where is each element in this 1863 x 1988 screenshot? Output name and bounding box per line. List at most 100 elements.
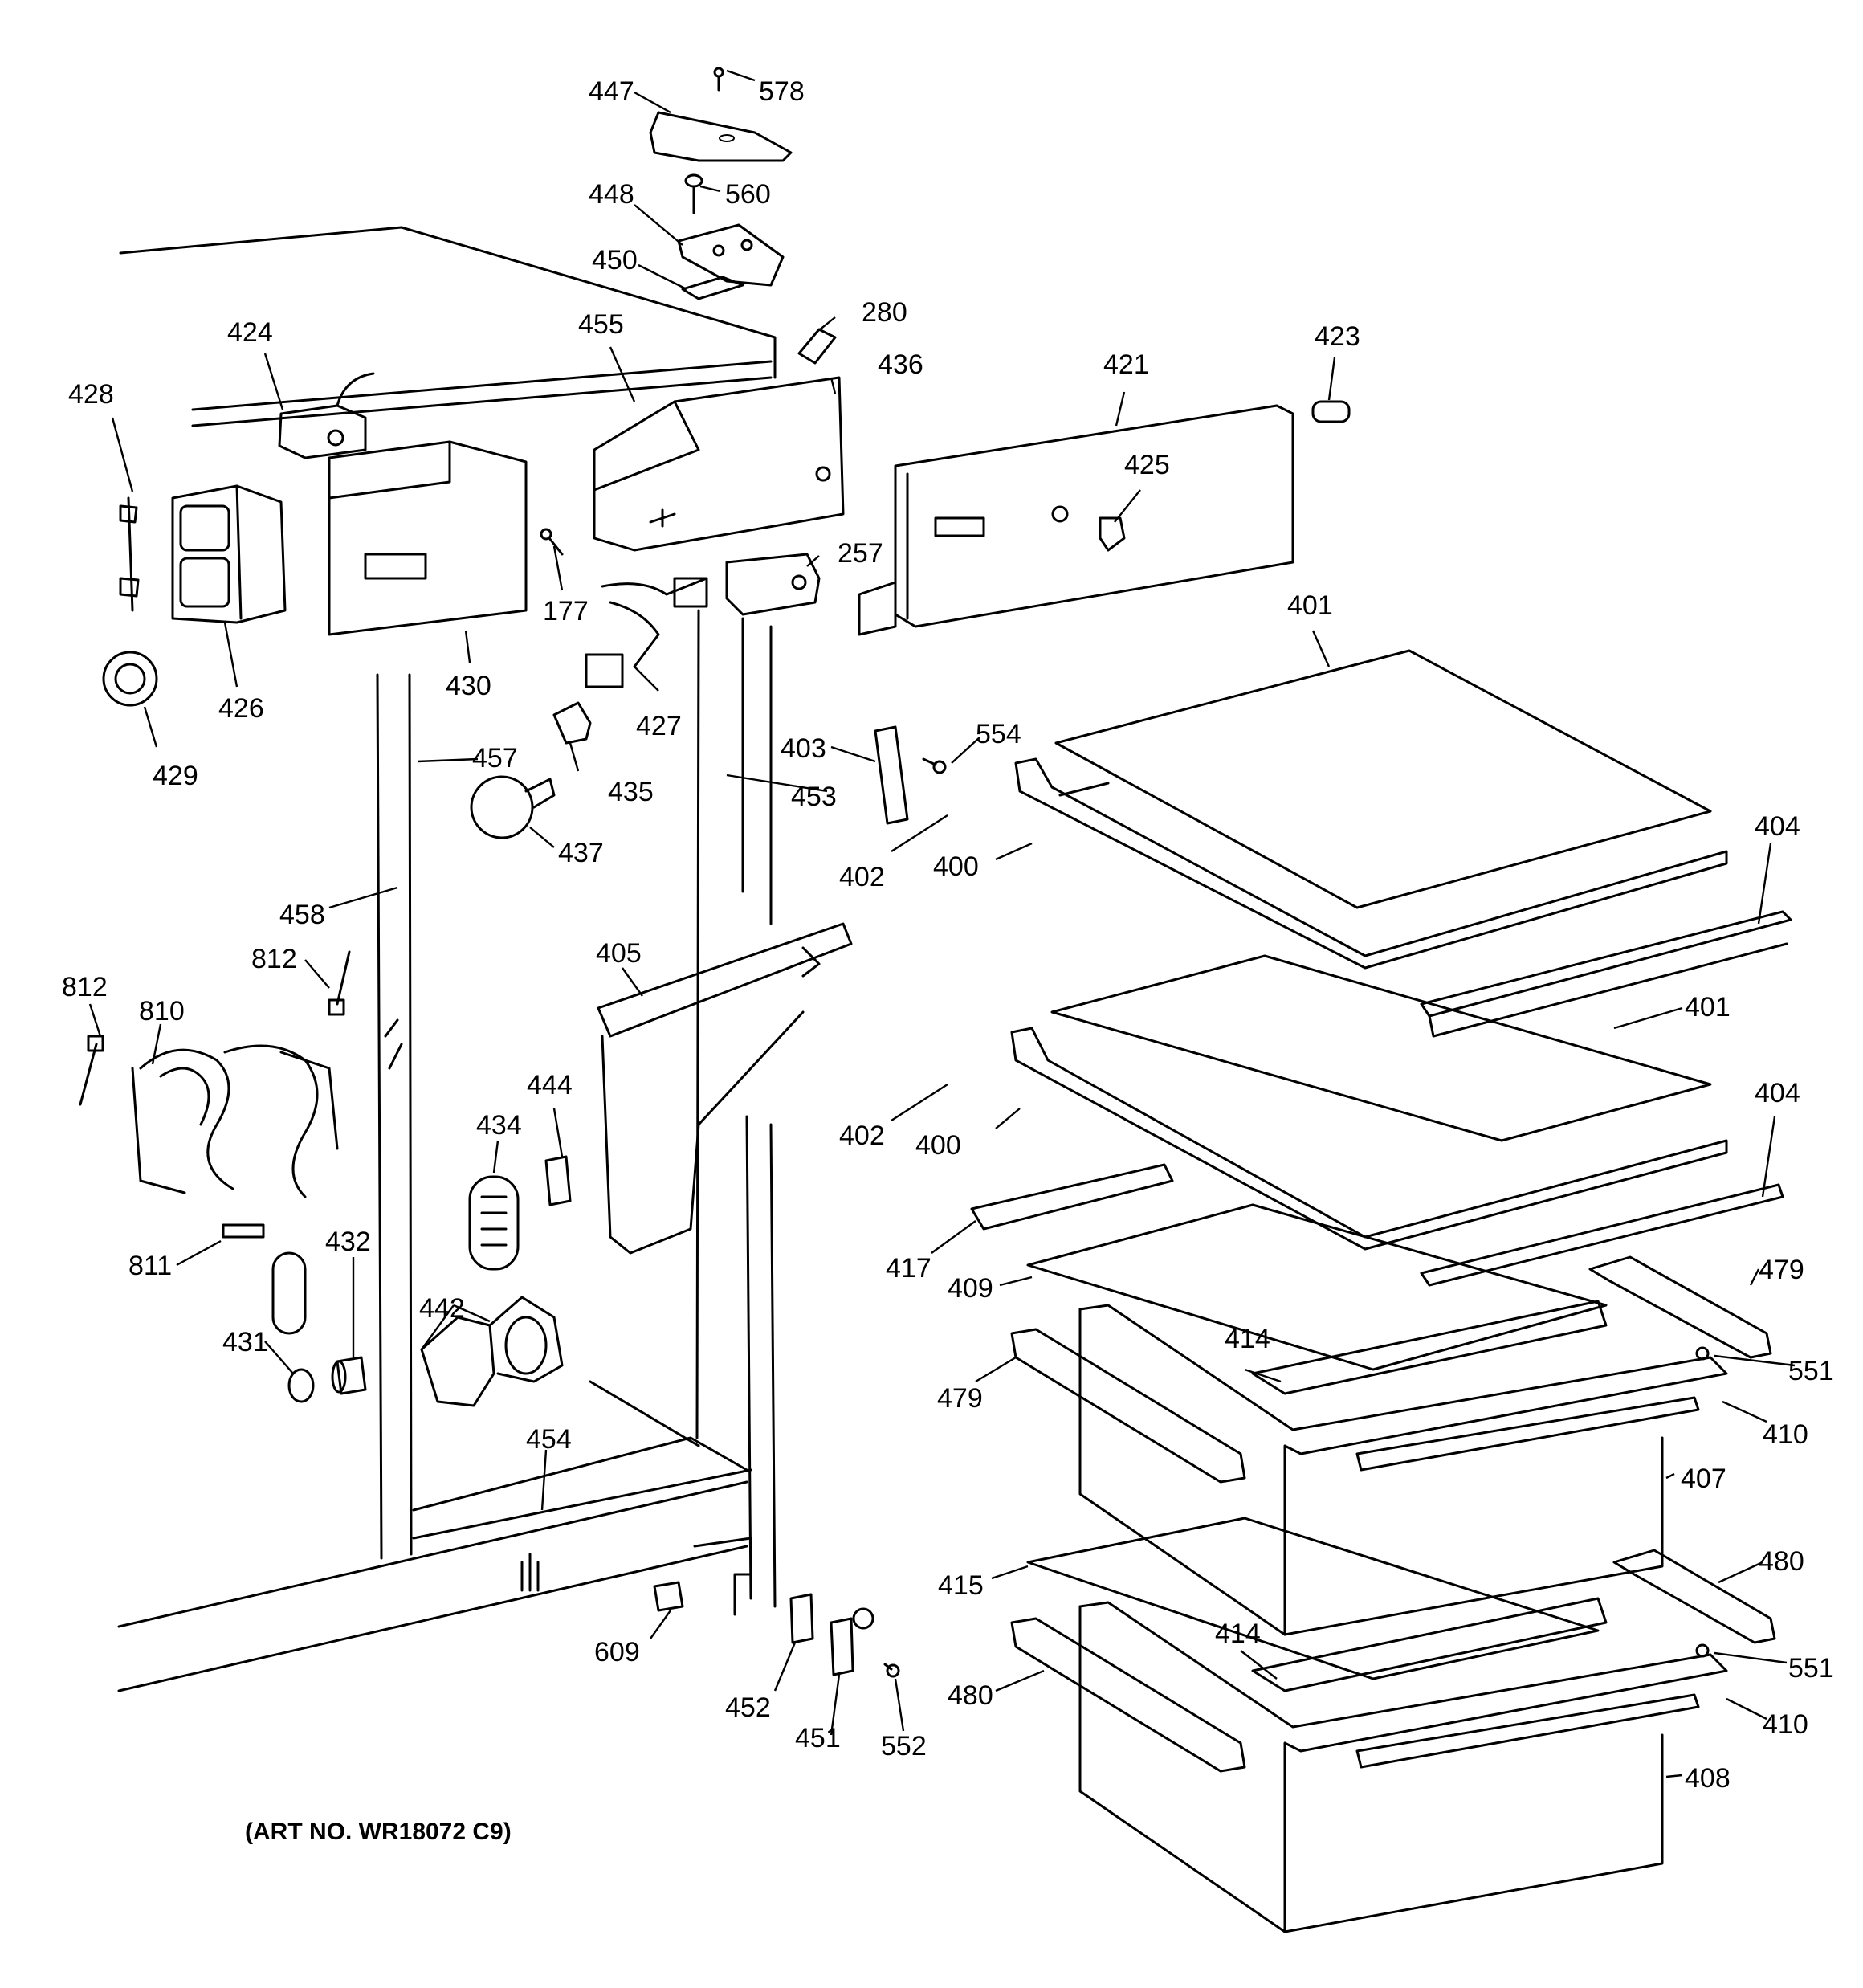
callout-554: 554 (976, 719, 1021, 749)
callout-400-lower: 400 (915, 1130, 961, 1161)
gasket-431-oval (271, 1251, 307, 1335)
cap-432 (331, 1356, 367, 1395)
callout-812-left: 812 (62, 972, 108, 1002)
fan-motor-442 (420, 1296, 564, 1407)
thermostat-clip-428 (119, 496, 140, 612)
art-number-note: (ART NO. WR18072 C9) (245, 1819, 512, 1845)
drawer-rail-479-right (1588, 1255, 1772, 1359)
air-duct-426 (171, 484, 287, 624)
callout-424: 424 (227, 317, 273, 348)
shelf-frame-400-lower (1010, 1027, 1728, 1251)
callout-435: 435 (608, 777, 654, 807)
callout-409: 409 (948, 1273, 993, 1304)
connector-609 (653, 1581, 684, 1612)
callout-407: 407 (1681, 1463, 1726, 1494)
callout-410: 410 (1763, 1419, 1808, 1450)
air-duct-405 (597, 922, 853, 1255)
callout-421: 421 (1103, 349, 1149, 380)
callout-404-lower: 404 (1755, 1078, 1800, 1108)
callout-453: 453 (791, 782, 837, 812)
callout-426: 426 (218, 693, 264, 724)
heater-clip-811 (222, 1223, 265, 1239)
plug-812-left (79, 1035, 104, 1106)
screw-552 (883, 1663, 900, 1678)
shelf-rail-404-upper (1420, 910, 1792, 1038)
glass-shelf-401-lower (1050, 954, 1712, 1142)
drawer-rail-480-left (1010, 1617, 1246, 1773)
cover-glass-409 (1026, 1203, 1608, 1371)
callout-480-left: 480 (948, 1680, 993, 1711)
callout-400: 400 (933, 851, 979, 882)
hinge-cover-447 (649, 111, 793, 162)
socket-435 (552, 701, 592, 745)
callout-810: 810 (139, 996, 185, 1027)
callout-552: 552 (881, 1731, 927, 1761)
callout-280: 280 (862, 297, 907, 328)
cabinet-liner (117, 226, 777, 1692)
shelf-bracket-403 (874, 725, 909, 825)
callout-431: 431 (222, 1327, 268, 1357)
grommet-444 (544, 1155, 572, 1206)
shim-450 (681, 276, 744, 300)
callout-454: 454 (526, 1424, 572, 1455)
callout-429: 429 (153, 761, 198, 791)
callout-404: 404 (1755, 811, 1800, 842)
callout-812-right: 812 (251, 944, 297, 974)
light-switch-423 (1311, 400, 1351, 423)
glass-shelf-401-upper (1054, 649, 1712, 909)
leader-lines (88, 69, 1796, 1778)
callout-425: 425 (1124, 450, 1170, 480)
callout-479-right: 479 (1759, 1255, 1804, 1285)
drawer-glass-414-lower (1251, 1597, 1608, 1692)
callout-415: 415 (938, 1570, 984, 1601)
callout-177: 177 (543, 596, 589, 627)
roller-280 (797, 328, 837, 365)
control-assembly-424 (278, 372, 375, 459)
callout-457: 457 (472, 743, 518, 774)
heater-810 (131, 1044, 339, 1198)
callout-434: 434 (476, 1110, 522, 1141)
callout-402: 402 (839, 862, 885, 892)
callout-578: 578 (759, 76, 805, 107)
callout-448: 448 (589, 179, 634, 210)
wiring-harness-427 (585, 577, 708, 688)
hinge-451 (830, 1607, 874, 1676)
plate-452 (789, 1593, 814, 1644)
bushing-431 (287, 1368, 315, 1403)
callout-401: 401 (1287, 590, 1333, 621)
callout-444: 444 (527, 1070, 573, 1100)
shelf-rail-404-lower (1420, 1183, 1784, 1287)
screw-578 (713, 67, 724, 92)
callout-609: 609 (594, 1637, 640, 1668)
screw-560 (684, 173, 703, 214)
screw-177 (540, 528, 564, 556)
screw-554 (922, 757, 947, 774)
callout-447: 447 (589, 76, 634, 107)
callout-408: 408 (1685, 1763, 1731, 1794)
callout-427: 427 (636, 711, 682, 741)
drawer-rail-480-right (1612, 1549, 1776, 1644)
callout-403: 403 (781, 733, 826, 764)
screw-551-lower (1695, 1643, 1710, 1658)
callout-811: 811 (128, 1251, 172, 1281)
callout-442: 442 (419, 1293, 465, 1324)
callout-430: 430 (446, 671, 491, 701)
callout-436: 436 (878, 349, 923, 380)
plug-812-right (328, 950, 351, 1016)
callout-432: 432 (325, 1227, 371, 1257)
timer-257 (725, 553, 821, 616)
shelf-frame-400-upper (1014, 757, 1728, 970)
callout-423: 423 (1315, 321, 1360, 352)
shelf-support-417 (970, 1163, 1174, 1231)
knob-429 (102, 651, 158, 707)
drawer-408 (1078, 1601, 1728, 1933)
control-panel-421 (858, 404, 1294, 636)
callout-452: 452 (725, 1692, 771, 1723)
callout-labels: 447 578 448 560 450 280 455 436 421 423 … (62, 76, 1834, 1794)
fan-grille-434 (468, 1175, 520, 1271)
callout-417: 417 (886, 1253, 932, 1284)
lamp-437 (470, 775, 556, 839)
callout-455: 455 (578, 309, 624, 340)
callout-428: 428 (68, 379, 114, 410)
